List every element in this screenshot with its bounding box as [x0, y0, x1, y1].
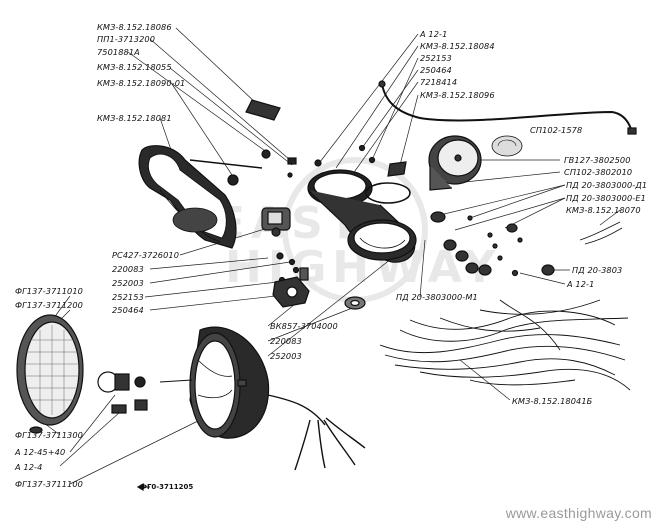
part-label: А 12-1	[567, 279, 595, 289]
part-label: КМЗ-8.152.18081	[97, 113, 172, 123]
part-label: КМЗ-8.152.18090-01	[97, 78, 186, 88]
ring-part	[365, 182, 411, 204]
headlamp-bulb	[97, 371, 148, 414]
part-label: ПД 20-3803000-Е1	[566, 193, 646, 203]
part-label: 252153	[112, 292, 144, 302]
wiring-harness	[379, 299, 631, 391]
part-label: КМЗ-8.152.18084	[420, 41, 495, 51]
part-label: ПП1-3713200	[97, 34, 156, 44]
part-label: КМЗ-8.152.18086	[97, 22, 172, 32]
part-label: ПД 20-3803	[572, 265, 623, 275]
part-label: А 12-1	[420, 29, 448, 39]
part-label: 252003	[270, 351, 302, 361]
part-label: 7218414	[420, 77, 458, 87]
lamp-sockets	[430, 211, 555, 277]
part-label: 220083	[270, 336, 302, 346]
part-label: 220083	[112, 264, 144, 274]
washer-part	[344, 296, 366, 310]
parts	[16, 80, 637, 492]
part-label: КМЗ-8.152.18070	[566, 205, 641, 215]
sub-assembly-label: ФГ0-3711205	[140, 483, 194, 491]
part-label: 7501881А	[97, 47, 140, 57]
part-label: А 12-45+40	[15, 447, 66, 457]
leader-lines	[34, 27, 621, 485]
part-label: А 12-4	[15, 462, 43, 472]
part-label: ФГ137-3711100	[15, 479, 83, 489]
headlamp-lens	[16, 314, 84, 434]
instrument-housing-left	[138, 145, 237, 249]
part-label: ФГ137-3711200	[15, 300, 83, 310]
connector-wires	[579, 221, 623, 245]
speedometer	[428, 135, 482, 191]
part-label: КМЗ-8.152.18055	[97, 62, 172, 72]
ignition-switch	[272, 267, 310, 308]
part-label: ПД 20-3803000-М1	[396, 292, 478, 302]
switch-part	[261, 207, 291, 237]
part-label: 252153	[420, 53, 452, 63]
part-label: ГВ127-3802500	[564, 155, 631, 165]
part-label: 250464	[112, 305, 144, 315]
part-label: ПД 20-3803000-Д1	[566, 180, 648, 190]
part-label: СП102-3802010	[564, 167, 633, 177]
fasteners-group	[276, 252, 300, 284]
gauge-housing-right	[307, 169, 417, 263]
part-label: ФГ137-3711010	[15, 286, 83, 296]
part-label: КМЗ-8.152.18096	[420, 90, 495, 100]
part-label: 250464	[420, 65, 452, 75]
part-label: 252003	[112, 278, 144, 288]
part-label: РС427-3726010	[112, 250, 179, 260]
part-label: КМЗ-8.152.18041Б	[512, 396, 593, 406]
rod-part	[189, 159, 263, 169]
part-label: СП102-1578	[530, 125, 583, 135]
sub-arrowhead	[136, 482, 144, 492]
part-label: ВК857-3704000	[270, 321, 338, 331]
speedometer-cable	[381, 83, 633, 133]
headlamp-cables	[267, 394, 366, 471]
part-label: ФГ137-3711300	[15, 430, 83, 440]
bracket-part	[387, 161, 407, 177]
dial-disc	[491, 135, 523, 157]
small-fasteners	[227, 144, 376, 186]
headlamp-housing	[159, 326, 270, 439]
site-watermark: www.easthighway.com	[505, 505, 652, 521]
clip-part	[245, 99, 281, 121]
